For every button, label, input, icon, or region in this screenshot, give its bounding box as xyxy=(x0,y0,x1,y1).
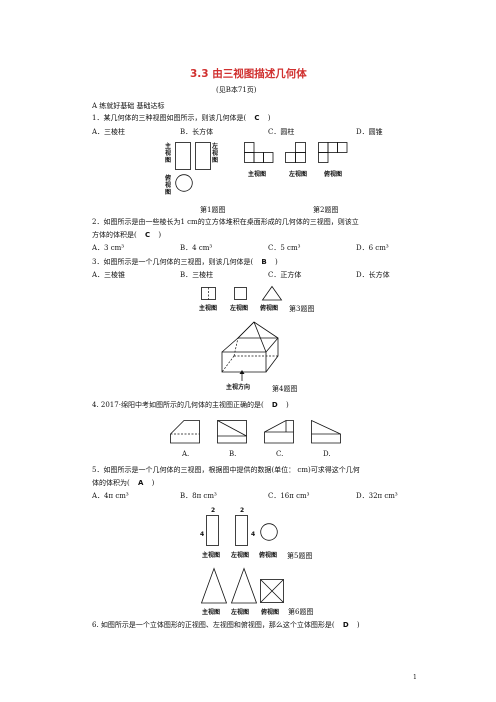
fig5-dim-left-1: 4 xyxy=(200,531,205,538)
fig5-left-view xyxy=(235,515,248,546)
fig6-caption: 第6题图 xyxy=(288,608,314,616)
q4-option-d-figure xyxy=(311,419,341,444)
question-close: ) xyxy=(151,479,155,487)
fig1-caption: 第1题图 xyxy=(200,206,226,214)
q1-option-b: B．长方体 xyxy=(180,128,214,136)
fig6-left-label: 左视图 xyxy=(231,609,250,616)
section-heading: A 练就好基础 基础达标 xyxy=(92,102,165,110)
q1-option-d: D．圆锥 xyxy=(356,128,383,136)
q2-option-c: C．5 cm³ xyxy=(268,244,301,252)
q5-option-b: B．8π cm³ xyxy=(180,492,217,500)
fig4-view-arrow xyxy=(239,370,245,381)
question-6: 6. 如图所示是一个立体图形的正视图、左视图和俯视图，那么这个立体图形是( D … xyxy=(92,620,360,630)
q3-option-c: C．正方体 xyxy=(268,271,302,279)
q4-option-c-figure xyxy=(264,420,294,444)
q2-option-b: B．4 cm³ xyxy=(180,244,213,252)
fig2-left-view xyxy=(285,142,306,163)
fig6-top-label: 俯视图 xyxy=(261,609,280,616)
answer: A xyxy=(137,479,144,487)
fig1-front-view xyxy=(175,142,191,170)
fig1-top-view xyxy=(175,174,193,192)
answer: C xyxy=(254,114,260,122)
q4-option-c: C. xyxy=(276,450,284,458)
question-close: ) xyxy=(158,231,162,239)
fig2-caption: 第2题图 xyxy=(313,206,339,214)
fig2-front-label: 主视图 xyxy=(248,171,267,178)
page-title: 3.3 由三视图描述几何体 xyxy=(190,68,307,80)
question-1: 1．某几何体的三种视图如图所示，则该几何体是( C ) xyxy=(92,113,271,123)
fig1-left-label: 左视图 xyxy=(212,143,219,164)
question-text: 方体的体积是( xyxy=(92,231,137,239)
fig3-front-view xyxy=(201,287,216,300)
fig5-dim-top-2: 2 xyxy=(240,507,245,514)
fig3-top-view xyxy=(261,285,283,301)
fig5-front-view xyxy=(206,515,219,546)
q5-option-c: C．16π cm³ xyxy=(268,492,310,500)
fig1-front-label: 主视图 xyxy=(165,143,172,164)
fig3-left-label: 左视图 xyxy=(230,305,249,312)
fig3-left-view xyxy=(234,287,247,300)
fig5-top-label: 俯视图 xyxy=(259,552,278,559)
question-close: ) xyxy=(267,114,271,122)
question-text: 3．如图所示是一个几何体的三视图，则该几何体是( xyxy=(92,258,254,266)
question-close: ) xyxy=(275,258,278,266)
q5-option-d: D．32π cm³ xyxy=(356,492,398,500)
fig3-caption: 第3题图 xyxy=(289,305,315,313)
question-close: ) xyxy=(356,621,360,629)
question-2-line2: 方体的体积是( C ) xyxy=(92,230,161,240)
page-number: 1 xyxy=(413,674,417,681)
fig6-front-view xyxy=(200,567,228,604)
fig5-dim-top-1: 2 xyxy=(211,507,216,514)
subtitle: (见B本71页) xyxy=(216,86,257,94)
q1-option-a: A．三棱柱 xyxy=(92,128,126,136)
fig6-front-label: 主视图 xyxy=(202,609,221,616)
fig4-arrow-label: 主视方向 xyxy=(226,384,251,391)
q3-option-a: A．三棱锥 xyxy=(92,271,126,279)
question-text: 6. 如图所示是一个立体图形的正视图、左视图和俯视图，那么这个立体图形是( xyxy=(92,621,335,629)
question-4: 4. 2017·绵阳中考如图所示的几何体的主视图正确的是( D ) xyxy=(92,400,289,410)
fig5-dim-left-2: 4 xyxy=(251,531,256,538)
fig2-top-label: 俯视图 xyxy=(324,171,343,178)
fig1-top-label: 俯视图 xyxy=(165,175,172,196)
q4-option-b: B. xyxy=(229,450,237,458)
fig2-left-label: 左视图 xyxy=(289,171,308,178)
question-text: 1．某几何体的三种视图如图所示，则该几何体是( xyxy=(92,114,247,122)
question-text: 体的体积为( xyxy=(92,479,130,487)
answer: B xyxy=(261,258,267,266)
q4-option-d: D. xyxy=(323,450,331,458)
q4-option-a: A. xyxy=(182,450,190,458)
fig4-caption: 第4题图 xyxy=(272,385,298,393)
fig5-front-label: 主视图 xyxy=(202,552,221,559)
answer: D xyxy=(271,401,278,409)
q2-option-d: D．6 cm³ xyxy=(356,244,389,252)
q3-option-d: D．长方体 xyxy=(356,271,390,279)
fig4-solid xyxy=(221,321,279,373)
fig3-front-label: 主视图 xyxy=(199,305,218,312)
q5-option-a: A．4π cm³ xyxy=(92,492,129,500)
fig1-left-view xyxy=(195,142,211,170)
answer: C xyxy=(144,231,151,239)
fig5-top-view xyxy=(260,523,278,541)
fig2-top-view xyxy=(318,142,348,163)
fig6-top-view xyxy=(260,579,284,603)
q4-option-a-figure xyxy=(170,420,200,444)
q4-option-b-figure xyxy=(217,420,247,444)
q3-option-b: B．三棱柱 xyxy=(180,271,214,279)
question-5-line1: 5．如图所示是一个几何体的三视图，根据图中提供的数据(单位： cm)可求得这个几… xyxy=(92,466,360,474)
fig6-left-view xyxy=(230,567,258,604)
fig5-left-label: 左视图 xyxy=(231,552,250,559)
q1-option-c: C．圆柱 xyxy=(268,128,295,136)
question-5-line2: 体的体积为( A ) xyxy=(92,478,154,488)
question-close: ) xyxy=(285,401,289,409)
q2-option-a: A．3 cm³ xyxy=(92,244,125,252)
question-text: 4. 2017·绵阳中考如图所示的几何体的主视图正确的是( xyxy=(92,401,264,409)
fig2-front-view xyxy=(244,142,274,163)
answer: D xyxy=(342,621,349,629)
fig5-caption: 第5题图 xyxy=(287,552,313,560)
question-2-line1: 2．如图所示是由一些棱长为1 cm的立方体堆积在桌面形成的几何体的三视图，则该立 xyxy=(92,218,359,226)
question-3: 3．如图所示是一个几何体的三视图，则该几何体是( B ) xyxy=(92,257,278,267)
fig3-top-label: 俯视图 xyxy=(260,305,279,312)
